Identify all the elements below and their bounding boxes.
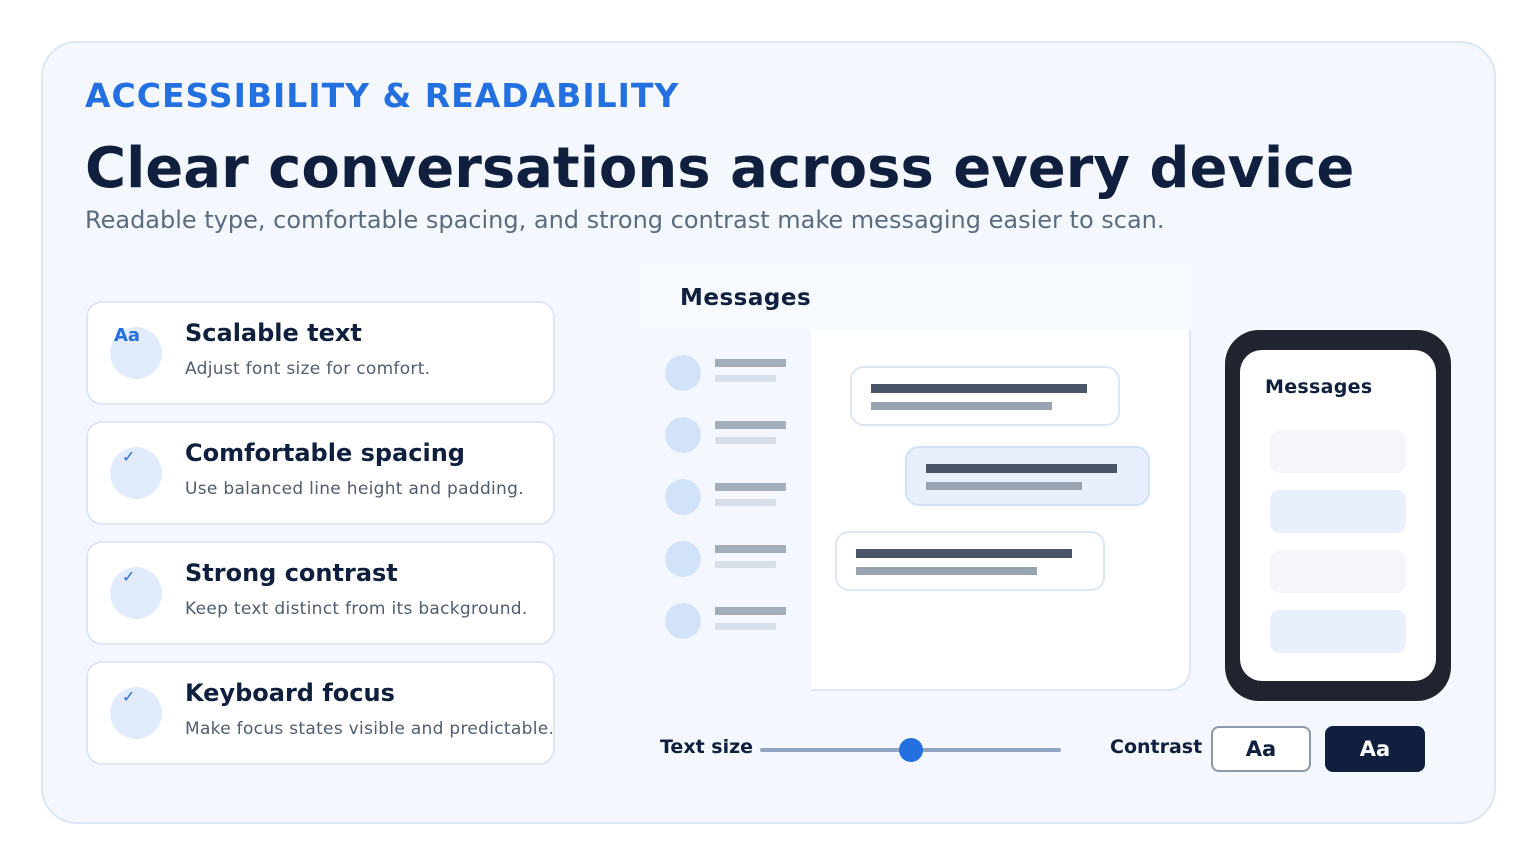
- feature-title: Scalable text: [185, 319, 362, 347]
- contrast-normal-button[interactable]: Aa: [1211, 726, 1311, 772]
- contrast-high-button[interactable]: Aa: [1325, 726, 1425, 772]
- check-icon: ✓: [122, 447, 136, 466]
- feature-badge: [110, 327, 162, 379]
- text-size-label: Text size: [660, 736, 754, 758]
- feature-card-comfortable-spacing: ✓ Comfortable spacing Use balanced line …: [86, 421, 555, 525]
- feature-badge: [110, 567, 162, 619]
- contact-preview-placeholder: [715, 623, 776, 630]
- message-line-placeholder: [871, 384, 1087, 393]
- feature-description: Make focus states visible and predictabl…: [185, 719, 555, 739]
- conversation-item[interactable]: [665, 603, 795, 643]
- feature-description: Adjust font size for comfort.: [185, 359, 431, 379]
- check-icon: ✓: [122, 567, 136, 586]
- feature-card-scalable-text: Aa Scalable text Adjust font size for co…: [86, 301, 555, 405]
- conversation-item[interactable]: [665, 479, 795, 519]
- contact-preview-placeholder: [715, 499, 776, 506]
- contact-name-placeholder: [715, 545, 786, 553]
- check-icon: ✓: [122, 687, 136, 706]
- eyebrow-label: ACCESSIBILITY & READABILITY: [85, 76, 680, 115]
- message-line-placeholder: [926, 482, 1082, 490]
- feature-title: Strong contrast: [185, 559, 398, 587]
- page-title: Clear conversations across every device: [85, 136, 1355, 201]
- avatar: [665, 541, 701, 577]
- feature-badge: [110, 687, 162, 739]
- conversation-item[interactable]: [665, 355, 795, 395]
- message-line-placeholder: [856, 549, 1072, 558]
- message-line-placeholder: [856, 567, 1037, 575]
- contact-name-placeholder: [715, 421, 786, 429]
- contact-preview-placeholder: [715, 561, 776, 568]
- avatar: [665, 603, 701, 639]
- contact-name-placeholder: [715, 607, 786, 615]
- message-bubble-sent: [905, 446, 1150, 506]
- feature-card-strong-contrast: ✓ Strong contrast Keep text distinct fro…: [86, 541, 555, 645]
- phone-list-item[interactable]: [1270, 550, 1406, 593]
- feature-title: Comfortable spacing: [185, 439, 465, 467]
- contact-name-placeholder: [715, 483, 786, 491]
- message-line-placeholder: [871, 402, 1052, 410]
- text-size-slider-thumb[interactable]: [898, 738, 923, 762]
- message-line-placeholder: [926, 464, 1117, 473]
- feature-card-keyboard-focus: ✓ Keyboard focus Make focus states visib…: [86, 661, 555, 765]
- page-subtitle: Readable type, comfortable spacing, and …: [85, 206, 1165, 234]
- desktop-app-header: [641, 265, 1191, 331]
- message-bubble-received: [835, 531, 1105, 591]
- contact-name-placeholder: [715, 359, 786, 367]
- phone-list-item[interactable]: [1270, 490, 1406, 533]
- feature-description: Keep text distinct from its background.: [185, 599, 528, 619]
- feature-description: Use balanced line height and padding.: [185, 479, 524, 499]
- contact-preview-placeholder: [715, 375, 776, 382]
- avatar: [665, 479, 701, 515]
- conversation-item[interactable]: [665, 541, 795, 581]
- contact-preview-placeholder: [715, 437, 776, 444]
- feature-title: Keyboard focus: [185, 679, 395, 707]
- conversation-item[interactable]: [665, 417, 795, 457]
- contrast-label: Contrast: [1110, 736, 1203, 758]
- feature-badge: [110, 447, 162, 499]
- message-bubble-received: [850, 366, 1120, 426]
- phone-list-item[interactable]: [1270, 610, 1406, 653]
- avatar: [665, 417, 701, 453]
- phone-list-item[interactable]: [1270, 430, 1406, 473]
- phone-app-title: Messages: [1265, 376, 1373, 398]
- desktop-app-title: Messages: [680, 285, 812, 311]
- avatar: [665, 355, 701, 391]
- text-size-icon: Aa: [114, 325, 141, 346]
